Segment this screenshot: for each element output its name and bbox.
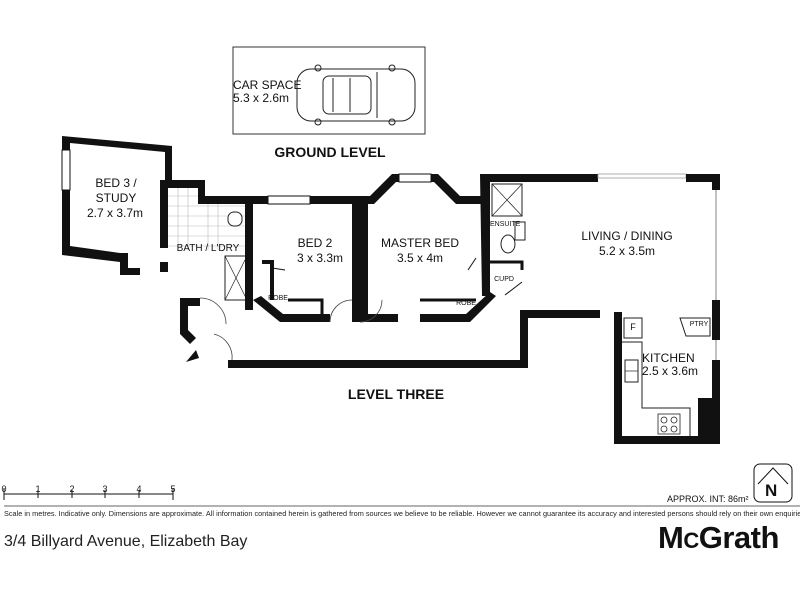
master-bed-label: MASTER BED xyxy=(380,236,459,250)
master-bottom-wall xyxy=(398,292,496,322)
bed3-dimensions: 2.7 x 3.7m xyxy=(86,206,144,220)
robe1-label: ROBE xyxy=(268,295,288,302)
bath-left-stub xyxy=(160,262,168,272)
scale-bar xyxy=(3,488,174,500)
master-door-swing xyxy=(359,299,383,323)
disclaimer-text: Scale in metres. Indicative only. Dimens… xyxy=(4,509,800,518)
fridge-label: F xyxy=(630,322,636,332)
corridor-wall xyxy=(228,310,600,368)
master-window xyxy=(398,173,432,183)
bed3-walls xyxy=(62,136,172,262)
level-three-heading: LEVEL THREE xyxy=(347,386,445,402)
bath-tile-grid xyxy=(168,188,245,250)
kitchen-dimensions: 2.5 x 3.6m xyxy=(642,364,699,378)
robe2-label: ROBE xyxy=(456,300,476,307)
pantry-outline xyxy=(679,317,711,337)
cupboard-label: CUPD xyxy=(494,276,514,283)
bed3-label-line2: STUDY xyxy=(95,191,137,205)
entry-door-swing xyxy=(199,297,227,325)
front-door-swing xyxy=(213,333,233,361)
car-icon xyxy=(296,64,416,126)
living-dining-dimensions: 5.2 x 3.5m xyxy=(598,244,656,258)
cupd-wall xyxy=(490,260,524,270)
bed2-dimensions: 3 x 3.3m xyxy=(296,251,344,265)
entry-walls xyxy=(180,298,200,344)
master-walls xyxy=(352,174,484,322)
ensuite-toilet-icon xyxy=(500,234,516,254)
ensuite-walls xyxy=(480,174,525,296)
ground-level-heading: GROUND LEVEL xyxy=(274,144,386,160)
agency-logo: MCGrath xyxy=(658,520,779,556)
ensuite-basin-icon xyxy=(514,221,526,241)
scale-tick-0: 0 xyxy=(1,484,7,494)
toilet-icon xyxy=(227,211,243,227)
living-window xyxy=(597,173,687,179)
logo-c: C xyxy=(683,528,699,553)
kitchen-bench xyxy=(622,341,691,436)
bed3-stub-wall xyxy=(120,253,140,275)
robe1-wall xyxy=(262,260,274,300)
bed3-label-line1: BED 3 / xyxy=(95,176,137,190)
logo-rest: Grath xyxy=(698,520,780,555)
fridge-outline xyxy=(623,317,643,339)
bed3-window xyxy=(61,149,71,191)
master-bed-dimensions: 3.5 x 4m xyxy=(396,251,444,265)
entry-arrow-icon xyxy=(186,350,199,362)
compass-north-label: N xyxy=(765,481,778,500)
living-dining-label: LIVING / DINING xyxy=(581,229,673,243)
bed2-bottom-wall xyxy=(253,296,330,322)
scale-tick-1: 1 xyxy=(35,484,41,494)
kitchen-label: KITCHEN xyxy=(642,351,695,365)
bath-right-wall xyxy=(245,204,253,310)
logo-m: M xyxy=(658,520,684,555)
scale-tick-3: 3 xyxy=(102,484,108,494)
scale-tick-4: 4 xyxy=(136,484,142,494)
bath-laundry-label: BATH / L'DRY xyxy=(176,243,240,254)
compass-icon xyxy=(753,463,793,503)
approx-area-label: APPROX. INT: 86m² xyxy=(667,494,749,504)
car-space-outline xyxy=(232,46,426,135)
bed2-window xyxy=(267,195,311,205)
bath-walls xyxy=(160,180,253,248)
pantry-label: PTRY xyxy=(689,321,709,328)
car-space-dimensions: 5.3 x 2.6m xyxy=(233,91,290,105)
bed2-door-swing xyxy=(329,299,353,323)
scale-tick-5: 5 xyxy=(170,484,176,494)
property-address: 3/4 Billyard Avenue, Elizabeth Bay xyxy=(4,533,248,550)
bed2-label: BED 2 xyxy=(297,236,333,250)
ensuite-label: ENSUITE xyxy=(490,221,521,228)
living-walls xyxy=(525,174,598,182)
scale-tick-2: 2 xyxy=(69,484,75,494)
cooktop-icon xyxy=(657,413,681,435)
car-space-label: CAR SPACE xyxy=(233,78,302,92)
